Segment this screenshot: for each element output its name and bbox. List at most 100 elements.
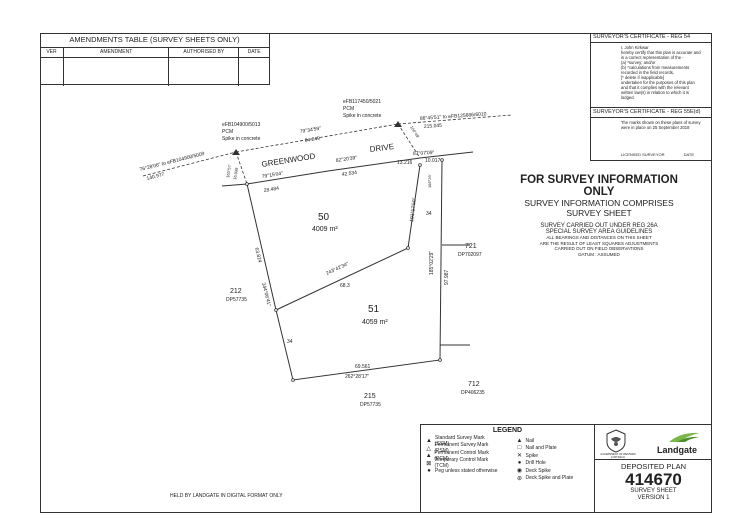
- legend-item: ⊛Deck Spike and Plate: [516, 475, 591, 483]
- cert-line: hereby certify that this plan is accurat…: [621, 50, 701, 55]
- legend-item: ▲Standard Survey Mark (SSM): [425, 434, 500, 447]
- front-3-dist-b: 10.017: [425, 158, 441, 164]
- pcm-left-short-dist: 16.039: [232, 166, 239, 180]
- survey-info-small2: ARE THE RESULT OF LEAST SQUARES ADJUSTME…: [539, 240, 659, 246]
- certificate-body: I, John Kirkwar hereby certify that this…: [591, 43, 712, 107]
- survey-info-line3: SURVEY CARRIED OUT UNDER REG 26A: [540, 223, 658, 229]
- survey-info-small4: DATUM : ASSUMED: [578, 251, 620, 257]
- right-top-bearing: 185°29': [427, 174, 432, 188]
- legend-item: ◉Deck Spike: [516, 467, 591, 475]
- deposited-plan-block: DEPOSITED PLAN 414670 SURVEY SHEET VERSI…: [594, 459, 712, 513]
- mark-right-id: eFB117450/5021: [343, 99, 381, 105]
- traverse-lines: [142, 114, 513, 185]
- legend-label: Temporary Control Mark (TCM): [434, 457, 489, 470]
- survey-info-line2: SURVEY SHEET: [566, 208, 632, 218]
- left-tie-dist: 140.977: [146, 172, 165, 182]
- legend-item: △Permanent Survey Mark (PSM): [425, 442, 500, 454]
- landgate-name: Landgate: [657, 445, 698, 455]
- left-bound-bearing: 344°06'41": [260, 282, 272, 307]
- legend-item: ✕Spike: [516, 452, 591, 460]
- mark-right-note: Spike in concrete: [343, 113, 382, 119]
- adj-215-dp: DP57735: [360, 402, 381, 408]
- cert-line: is a correct representation of the -: [621, 55, 684, 60]
- front-2-dist: 42.534: [341, 170, 357, 178]
- cert-line: I, John Kirkwar: [621, 45, 649, 50]
- legend-label: Peg unless stated otherwise: [435, 467, 498, 474]
- survey-info-title: FOR SURVEY INFORMATION ONLY: [520, 174, 678, 198]
- amendments-header-row: VER AMENDMENT AUTHORISED BY DATE: [40, 48, 269, 58]
- traverse-bearing: 79°34'59": [299, 126, 321, 135]
- legend-label: Nail: [525, 437, 535, 444]
- psm-icon: △: [426, 445, 432, 452]
- adj-712: 712: [468, 381, 480, 388]
- front-1-bearing: 79°15'04": [261, 171, 283, 180]
- survey-info-line4: SPECIAL SURVEY AREA GUIDELINES: [545, 229, 653, 235]
- cert2-line: were in place on 25 September 2018: [621, 125, 690, 130]
- right-tie-dist: 215.045: [424, 123, 443, 130]
- version-label: VERSION 1: [637, 495, 670, 501]
- deposited-plan-number: 414670: [625, 470, 682, 489]
- adj-212: 212: [230, 288, 242, 295]
- right-bound-dist: 97.987: [444, 269, 450, 285]
- certificate-body-2: The marks shown on these plans of survey…: [591, 118, 712, 152]
- adj-721: 721: [465, 243, 477, 250]
- certificate-title: SURVEYOR'S CERTIFICATE - REG 54: [591, 33, 712, 43]
- legend-label: Deck Spike and Plate: [525, 475, 574, 482]
- front-1-dist: 28.484: [263, 186, 279, 194]
- road-name-2: DRIVE: [369, 142, 394, 154]
- mark-left-id: eFB104900/5013: [222, 122, 261, 128]
- traverse-dist: 84.249: [304, 136, 320, 144]
- amendments-table: AMENDMENTS TABLE (SURVEY SHEETS ONLY) VE…: [40, 33, 270, 86]
- deck-spike-icon: ◉: [516, 468, 523, 475]
- survey-info-notice: FOR SURVEY INFORMATION ONLY SURVEY INFOR…: [505, 174, 693, 257]
- legend-label: Nail and Plate: [525, 445, 557, 452]
- certificate-footer: LICENSED SURVEYOR DATE: [591, 152, 712, 157]
- pcm-right-short-bearing: 156°49': [409, 125, 421, 139]
- splay-bearing: 191°17'50": [409, 197, 418, 222]
- legend-left-column: ▲Standard Survey Mark (SSM) △Permanent S…: [425, 434, 500, 482]
- front-3-bearing: 87°07'09": [413, 150, 435, 157]
- legend-label: Standard Survey Mark (SSM): [434, 434, 485, 447]
- legend: LEGEND ▲Standard Survey Mark (SSM) △Perm…: [420, 424, 594, 513]
- lot-51-area: 4059 m²: [362, 319, 388, 326]
- nail-plate-icon: □: [517, 445, 522, 452]
- adj-212-dp: DP57735: [226, 297, 247, 303]
- survey-marks: [245, 158, 444, 382]
- plan-sheet-border: [40, 33, 712, 513]
- amendments-title: AMENDMENTS TABLE (SURVEY SHEETS ONLY): [40, 33, 269, 48]
- col-amendment: AMENDMENT: [64, 48, 170, 57]
- right-bound-bearing: 185°02'29": [429, 251, 435, 275]
- licensed-surveyor-label: LICENSED SURVEYOR: [621, 152, 665, 157]
- legend-item: ▲Permanent Control Mark (PCM): [425, 450, 500, 462]
- certificate-title-2: SURVEYOR'S CERTIFICATE - REG 55E(d): [591, 107, 712, 118]
- legend-label: Drill Hole: [525, 460, 546, 467]
- cert-line: and that it complies with the relevant: [621, 85, 689, 90]
- survey-info-small3: CARRIED OUT ON FIELD OBSERVATIONS: [554, 246, 644, 251]
- left-lower-dist: 34: [287, 339, 293, 345]
- tcm-icon: ⊠: [426, 460, 432, 467]
- cert-line: recorded in the field records,: [621, 70, 675, 75]
- surveyor-certificate: SURVEYOR'S CERTIFICATE - REG 54 I, John …: [590, 33, 712, 161]
- wa-crest-icon: [606, 429, 626, 453]
- spike-icon: ✕: [516, 453, 523, 460]
- deck-spike-plate-icon: ⊛: [516, 475, 523, 482]
- splay-dist: 34: [426, 211, 432, 217]
- pcm-right-icon: [394, 121, 402, 127]
- div-dist: 68.3: [340, 283, 350, 289]
- cert-line: [* delete if inapplicable]: [621, 75, 665, 80]
- cert-line: (b) *calculations from measurements: [621, 65, 690, 70]
- lot-50-area: 4009 m²: [312, 226, 338, 233]
- legend-item: ▲Nail: [516, 437, 591, 445]
- lot-51-number: 51: [368, 304, 380, 315]
- legend-label: Spike: [525, 452, 539, 459]
- col-ver: VER: [40, 48, 64, 57]
- crest-caption: GOVERNMENT OF WESTERN AUSTRALIA: [600, 453, 636, 459]
- deposited-plan-label: DEPOSITED PLAN: [620, 462, 687, 471]
- bottom-dist: 69.561: [355, 364, 371, 370]
- pcm-icon: ▲: [425, 452, 432, 459]
- amendments-empty-row: [40, 58, 269, 86]
- landgate-logo-icon: [669, 432, 699, 442]
- mark-left-type: PCM: [222, 129, 233, 135]
- pcm-left-short-bearing: 163°57': [225, 164, 232, 178]
- col-authorised-by: AUTHORISED BY: [169, 48, 240, 57]
